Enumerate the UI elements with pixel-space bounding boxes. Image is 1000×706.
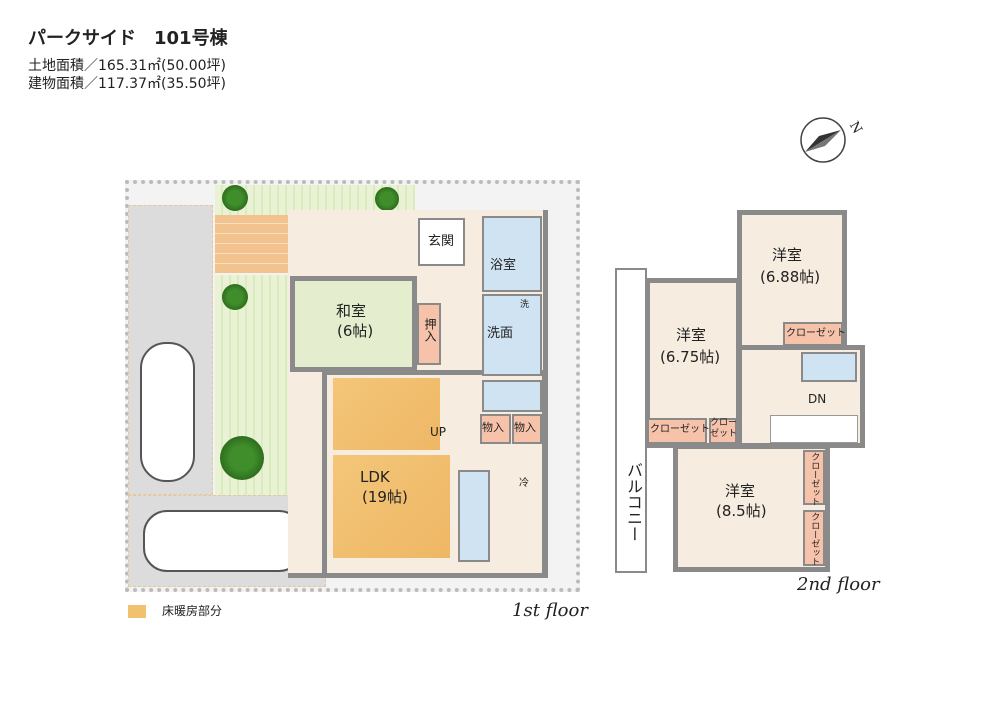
- bathroom: [482, 216, 542, 292]
- tree-icon: [375, 187, 399, 211]
- washitsu-size: (6帖): [337, 322, 374, 340]
- fridge-label: 冷: [519, 478, 529, 489]
- oshiire-label: 押入: [423, 318, 437, 342]
- toilet: [482, 380, 542, 412]
- closet-label: クローゼット: [809, 512, 820, 566]
- room-688-size: (6.88帖): [760, 268, 821, 286]
- oshiire: [417, 303, 441, 365]
- washitsu-label: 和室: [336, 302, 367, 320]
- stairs: [770, 415, 858, 443]
- tree-icon: [222, 284, 248, 310]
- closet: [647, 418, 707, 444]
- floor1-label: 1st floor: [512, 600, 588, 621]
- tree-icon: [220, 436, 264, 480]
- room-washitsu: [290, 276, 417, 372]
- senmen-label: 洗面: [487, 326, 514, 341]
- land-area: 土地面積／165.31㎡(50.00坪): [28, 58, 226, 74]
- legend-swatch: [128, 605, 146, 618]
- closet: [709, 418, 737, 444]
- compass-icon: N: [795, 112, 870, 167]
- floor-heating-zone: [333, 455, 450, 558]
- room-85-label: 洋室: [725, 482, 756, 500]
- washer-label: 洗: [520, 300, 530, 310]
- storage-1-label: 物入: [482, 421, 504, 434]
- bath-label: 浴室: [490, 258, 517, 273]
- closet: [803, 450, 825, 505]
- genkan-label: 玄関: [428, 234, 455, 249]
- car-icon: [143, 510, 303, 572]
- storage-2-label: 物入: [514, 421, 536, 434]
- closet-label: クローゼット: [650, 424, 710, 435]
- room-675-size: (6.75帖): [660, 348, 721, 366]
- floor-heating-zone: [333, 378, 440, 450]
- toilet-2f: [801, 352, 857, 382]
- car-icon: [140, 342, 195, 482]
- genkan: [418, 218, 465, 266]
- ldk-size: (19帖): [362, 488, 408, 506]
- closet-label: クローゼット: [809, 452, 820, 506]
- legend-label: 床暖房部分: [162, 604, 223, 618]
- closet-label: クロー ゼット: [710, 418, 738, 440]
- storage-1: [480, 414, 511, 444]
- stairs-down-label: DN: [808, 392, 827, 406]
- balcony-label: バルコニー: [624, 462, 643, 542]
- storage-2: [512, 414, 542, 444]
- closet: [803, 510, 825, 566]
- room-675-label: 洋室: [676, 326, 707, 344]
- floor2-label: 2nd floor: [797, 574, 880, 595]
- kitchen-counter: [458, 470, 490, 562]
- ldk-label: LDK: [360, 468, 390, 486]
- room-85-size: (8.5帖): [716, 502, 767, 520]
- washroom: [482, 294, 542, 376]
- tree-icon: [222, 185, 248, 211]
- closet-label: クローゼット: [786, 328, 846, 339]
- room-688-label: 洋室: [772, 246, 803, 264]
- page-title: パークサイド 101号棟: [28, 28, 228, 49]
- stairs-up-label: UP: [430, 425, 447, 439]
- building-area: 建物面積／117.37㎡(35.50坪): [28, 76, 226, 92]
